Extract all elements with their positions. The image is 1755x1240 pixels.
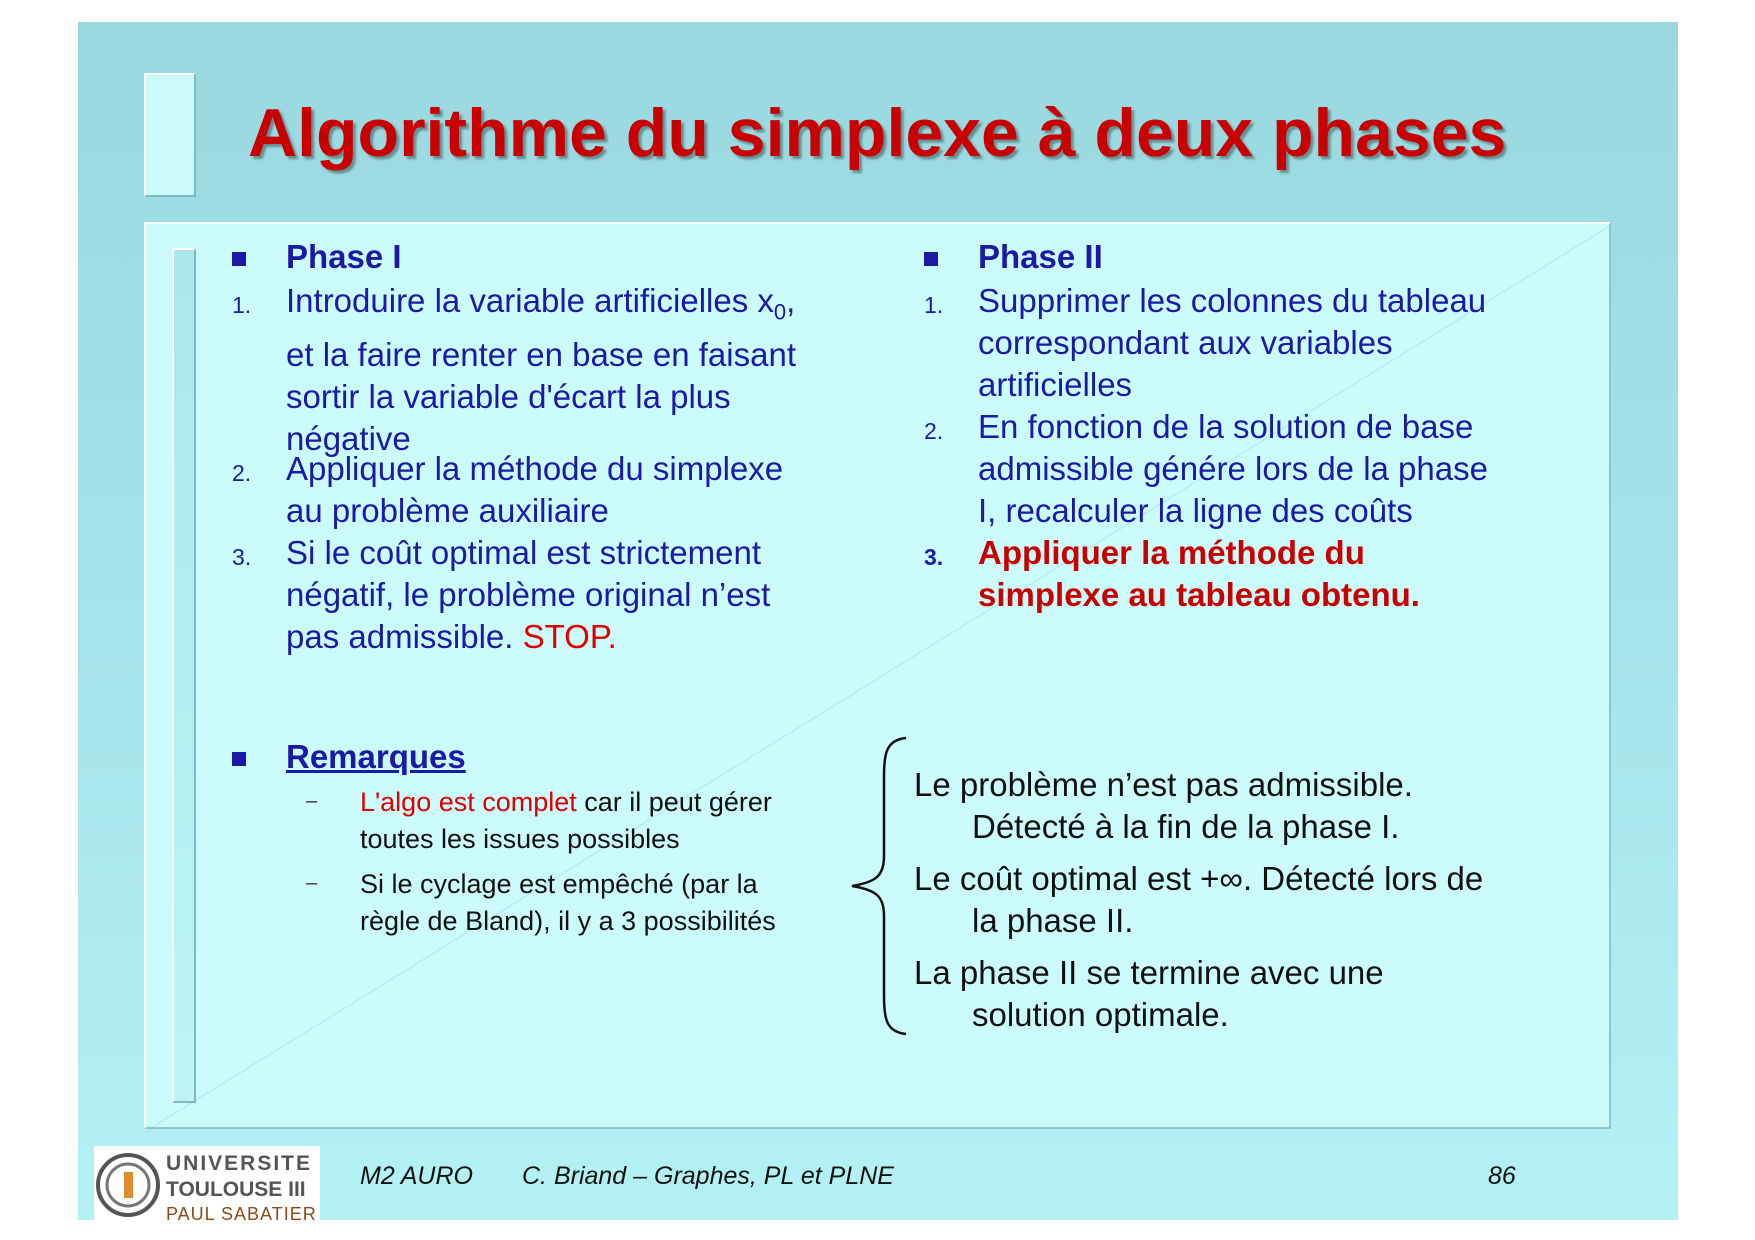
stop-text: STOP. [522,618,617,655]
phase1-item1-subscript: 0 [773,299,787,325]
remarque1-red-text: L'algo est complet [360,787,577,817]
remarque2: Si le cyclage est empêché (par la règle … [360,866,840,940]
university-logo: UNIVERSITE TOULOUSE III PAUL SABATIER [94,1146,320,1224]
phase1-item1-comma: , [786,282,796,319]
remarque2-line1: Si le cyclage est empêché (par la [360,869,758,899]
phase2-item1: Supprimer les colonnes du tableau corres… [978,280,1578,406]
phase2-item3: Appliquer la méthode du simplexe au tabl… [978,532,1578,616]
panel-accent-bar [172,248,196,1103]
remarque1: L'algo est complet car il peut gérer tou… [360,784,840,858]
remarque1-text: car il peut gérer [576,787,772,817]
phase1-item1-text: Introduire la variable artificielles x [286,282,774,319]
phase2-item2-line: En fonction de la solution de base [978,408,1474,445]
phase1-item2-line: Appliquer la méthode du simplexe [286,450,784,487]
phase1-item2: Appliquer la méthode du simplexe au prob… [286,448,826,532]
phase1-bullet-icon [232,252,246,266]
footer-course: M2 AURO [360,1162,473,1190]
phase1-item1-line: négative [286,419,411,457]
slide: Algorithme du simplexe à deux phases Pha… [78,22,1678,1224]
phase1-item3-line: négatif, le problème original n’est [286,576,771,613]
phase1-item1-line: et la faire renter en base en faisant [286,335,796,373]
slide-title: Algorithme du simplexe à deux phases [248,95,1507,171]
curly-brace-icon [851,736,907,1036]
phase2-item3-line: Appliquer la méthode du [978,534,1365,571]
phase2-item1-line: artificielles [978,366,1133,403]
phase1-item1-line: sortir la variable d'écart la plus [286,377,731,415]
possibility2-line2: la phase II. [972,902,1134,939]
phase1-item2-line: au problème auxiliaire [286,492,609,529]
possibility3-line1: La phase II se termine avec une [914,954,1384,991]
phase1-item3-number: 3. [232,544,252,570]
phase2-item3-number: 3. [924,544,944,570]
possibilities-list: Le problème n’est pas admissible. Détect… [914,764,1604,1036]
panel-diagonal-line [151,225,1609,1127]
remarque2-dash: – [306,872,318,894]
possibility1-line2: Détecté à la fin de la phase I. [972,808,1400,845]
page-number: 86 [1488,1162,1516,1190]
phase1-item3-line: Si le coût optimal est strictement [286,534,762,571]
phase2-item1-line: correspondant aux variables [978,324,1393,361]
phase1-item3-line: pas admissible. [286,618,523,655]
logo-line2: TOULOUSE III [166,1178,306,1201]
phase2-item2: En fonction de la solution de base admis… [978,406,1578,532]
phase2-heading: Phase II [978,238,1103,275]
content-panel: Phase I 1. Introduire la variable artifi… [144,222,1611,1129]
phase1-item1: Introduire la variable artificielles x0,… [286,280,826,460]
remarques-heading: Remarques [286,738,466,775]
remarque1-line2: toutes les issues possibles [360,824,680,854]
remarques-bullet-icon [232,752,246,766]
possibility2-line1: Le coût optimal est +∞. Détecté lors de [914,860,1484,897]
footer-author: C. Briand – Graphes, PL et PLNE [522,1162,894,1190]
remarque2-line2: règle de Bland), il y a 3 possibilités [360,906,776,936]
phase2-bullet-icon [924,252,938,266]
phase2-item2-line: I, recalculer la ligne des coûts [978,492,1413,529]
remarque1-dash: – [306,790,318,812]
phase2-item2-number: 2. [924,418,944,444]
logo-line1: UNIVERSITE [166,1152,312,1175]
phase1-item3: Si le coût optimal est strictement négat… [286,532,846,658]
possibility1-line1: Le problème n’est pas admissible. [914,766,1413,803]
phase1-item2-number: 2. [232,460,252,486]
phase1-item1-number: 1. [232,292,252,318]
phase2-item2-line: admissible génére lors de la phase [978,450,1488,487]
logo-line3: PAUL SABATIER [166,1204,317,1224]
possibility3-line2: solution optimale. [972,996,1229,1033]
phase2-item1-line: Supprimer les colonnes du tableau [978,282,1487,319]
title-accent-bar [144,73,196,197]
phase1-heading: Phase I [286,238,402,275]
phase2-item3-line: simplexe au tableau obtenu. [978,576,1420,613]
phase2-item1-number: 1. [924,292,944,318]
